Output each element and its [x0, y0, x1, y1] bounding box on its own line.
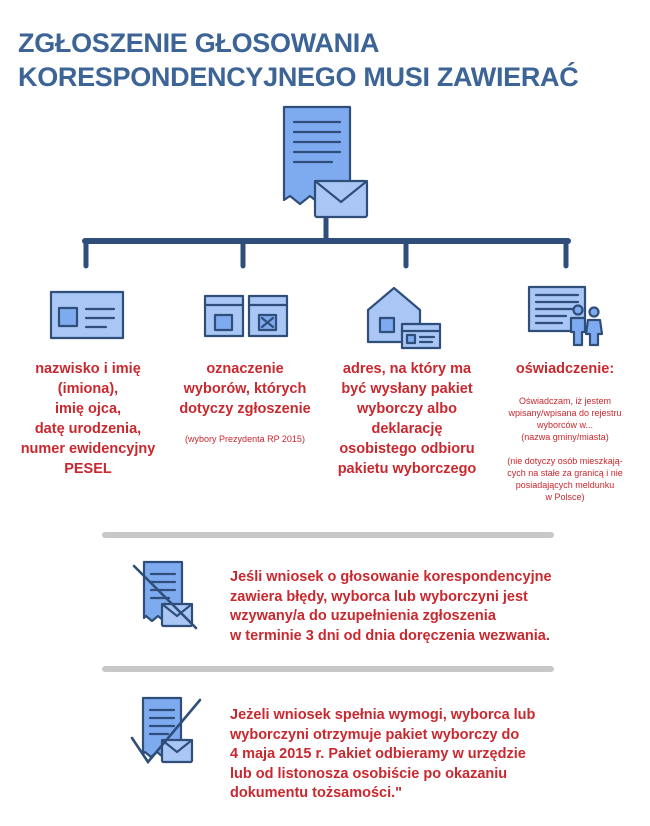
- info-text-line: dokumentu tożsamości.": [230, 785, 403, 801]
- column-text-line: wyborczy albo: [357, 401, 457, 417]
- title-line-1: ZGŁOSZENIE GŁOSOWANIA: [18, 28, 380, 58]
- column-text-line: dotyczy zgłoszenie: [179, 401, 311, 417]
- column-text-line: pakietu wyborczego: [337, 461, 477, 477]
- title-line-2: KORESPONDENCYJNEGO MUSI ZAWIERAĆ: [18, 62, 579, 92]
- crossed-document-icon: [132, 560, 198, 630]
- page-title: ZGŁOSZENIE GŁOSOWANIA KORESPONDENCYJNEGO…: [18, 26, 638, 94]
- column-text-line: datę urodzenia,: [34, 421, 142, 437]
- info-block-errors: Jeśli wniosek o głosowanie korespondency…: [230, 568, 552, 646]
- info-text-line: wyborczyni otrzymuje pakiet wyborczy do: [230, 726, 520, 743]
- column-text-line: adres, na który ma: [342, 361, 472, 377]
- column-text-line: wyborów, których: [183, 381, 307, 397]
- column-personal-data: nazwisko i imię (imiona), imię ojca, dat…: [8, 359, 168, 479]
- note-line: (nie dotyczy osób mieszkają-: [507, 456, 623, 466]
- column-text-line: imię ojca,: [54, 401, 122, 417]
- column-text-line: osobistego odbioru: [339, 441, 475, 457]
- ballot-forms-icon: [203, 294, 289, 338]
- note-line: w Polsce): [545, 492, 585, 502]
- info-text-line: Jeżeli wniosek spełnia wymogi, wyborca l…: [230, 707, 536, 723]
- id-card-icon: [49, 290, 125, 340]
- column-text-line: nazwisko i imię: [35, 361, 141, 377]
- column-declaration: oświadczenie: Oświadczam, iż jestem wpis…: [490, 359, 640, 503]
- separator-line: [102, 666, 554, 672]
- column-note: (wybory Prezydenta RP 2015): [165, 433, 325, 445]
- tree-connector: [82, 217, 571, 269]
- note-line: (wybory Prezydenta RP 2015): [185, 434, 305, 444]
- note-line: cych na stałe za granicą i nie: [507, 468, 623, 478]
- column-text-line: oświadczenie:: [515, 361, 615, 377]
- info-text-line: w terminie 3 dni od dnia doręczenia wezw…: [230, 627, 550, 644]
- info-block-valid: Jeżeli wniosek spełnia wymogi, wyborca l…: [230, 706, 535, 804]
- house-address-icon: [366, 286, 442, 350]
- column-text-line: (imiona),: [57, 381, 119, 397]
- note-line: wyborców w...: [536, 420, 594, 430]
- column-text-line: numer ewidencyjny: [20, 441, 156, 457]
- note-line: (nazwa gminy/miasta): [521, 432, 609, 442]
- note-line: Oświadczam, iż jestem: [518, 396, 612, 406]
- declaration-people-icon: [527, 285, 604, 347]
- column-text-line: deklarację: [371, 421, 443, 437]
- column-text-line: PESEL: [64, 461, 112, 477]
- document-envelope-icon: [282, 105, 369, 219]
- column-note: Oświadczam, iż jestem wpisany/wpisana do…: [490, 395, 640, 503]
- column-text-line: być wysłany pakiet: [341, 381, 473, 397]
- info-text-line: wzywany/a do uzupełnienia zgłoszenia: [230, 608, 496, 624]
- note-line: wpisany/wpisana do rejestru: [508, 408, 622, 418]
- note-line: posiadających meldunku: [515, 480, 615, 490]
- note-line: [490, 443, 640, 455]
- checked-document-icon: [130, 696, 202, 765]
- info-text-line: zawiera błędy, wyborca lub wyborczyni je…: [230, 588, 528, 605]
- column-address: adres, na który ma być wysłany pakiet wy…: [326, 359, 488, 479]
- info-text-line: 4 maja 2015 r. Pakiet odbieramy w urzędz…: [230, 746, 526, 762]
- info-text-line: lub od listonosza osobiście po okazaniu: [230, 765, 508, 782]
- column-text-line: oznaczenie: [206, 361, 284, 377]
- column-election-designation: oznaczenie wyborów, których dotyczy zgło…: [165, 359, 325, 445]
- separator-line: [102, 532, 554, 538]
- info-text-line: Jeśli wniosek o głosowanie korespondency…: [230, 569, 552, 585]
